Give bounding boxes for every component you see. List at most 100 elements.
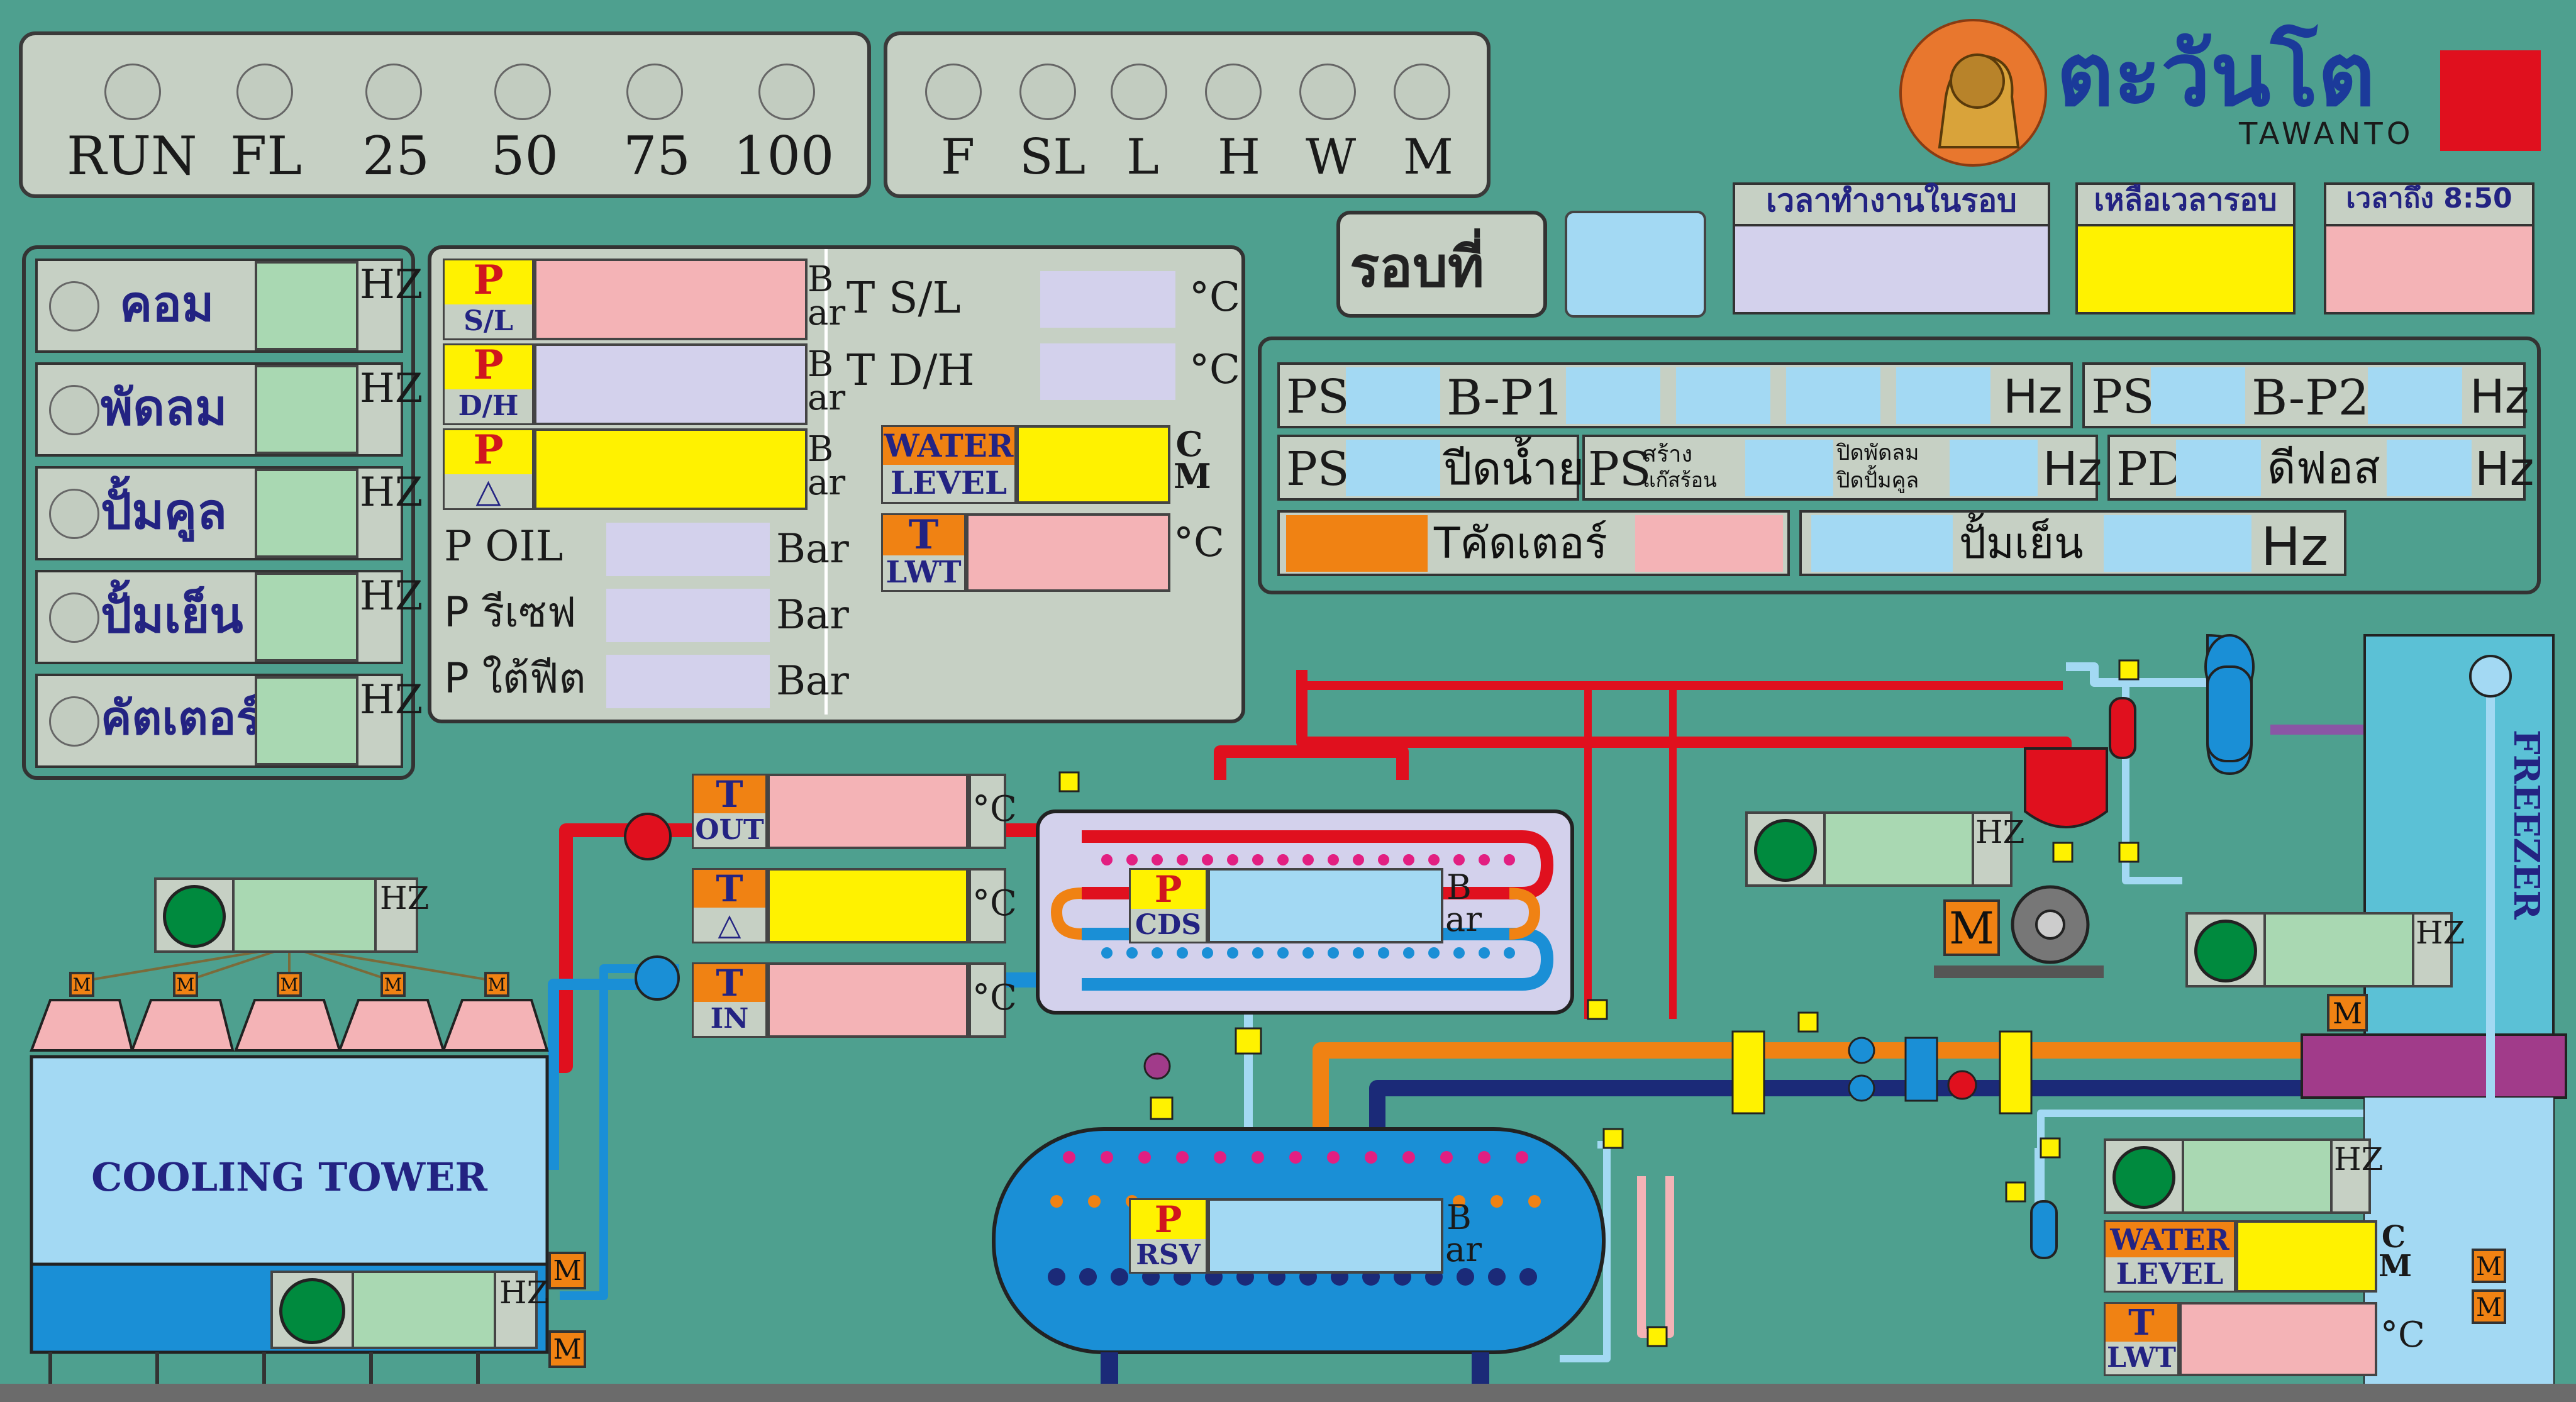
hotgas-unit: Hz <box>2043 442 2102 496</box>
p-dh-tag: P D/H <box>443 343 534 425</box>
water-level-tag: WATER LEVEL <box>881 425 1016 504</box>
tower-pump-hz-row: HZ <box>270 1271 549 1349</box>
lamp-50 <box>494 64 551 120</box>
lwt-unit: °C <box>1174 520 1224 566</box>
round-number-display <box>1565 211 1706 318</box>
t-delta-tag: T △ <box>692 868 767 943</box>
brand-mark-icon <box>2440 50 2541 151</box>
compressor-hz-row: HZ <box>1745 811 2025 887</box>
tower-pump-hz-unit: HZ <box>499 1274 549 1311</box>
lamp-label: FL <box>230 125 303 187</box>
freezer-pump-motor-1: M <box>2472 1249 2506 1283</box>
freezer-label: FREEZER <box>2506 730 2547 920</box>
t-cutter-indicator <box>1286 515 1428 572</box>
brand-name-th: ตะวันโต <box>2057 24 2375 126</box>
remain-time-display: เหลือเวลารอบ <box>2075 182 2296 314</box>
p-rsv-tag: P RSV <box>1129 1198 1208 1274</box>
t-dh-label: T D/H <box>847 346 975 396</box>
lwt-2-tag: T LWT <box>2104 1302 2179 1376</box>
motor-label: ปั้มคูล <box>101 484 227 540</box>
close-fan-display <box>1950 440 2038 496</box>
t-dh-display <box>1040 343 1175 400</box>
p-cds-display <box>1208 868 1443 943</box>
lamp-label: W <box>1306 129 1357 186</box>
lamp-75 <box>626 64 683 120</box>
tower-fan-motor-2: M <box>173 972 198 997</box>
motor-hz-display <box>255 365 358 454</box>
cooling-pump-motor-1: M <box>548 1252 586 1289</box>
motor-row: พัดลม HZ <box>35 362 423 457</box>
p-receive-label: P รีเซฟ <box>444 588 577 637</box>
motor-hz-display <box>255 676 358 765</box>
ps-display <box>1346 367 1440 424</box>
p-underfeet-unit: Bar <box>776 658 849 704</box>
pump-liquid-label: ปีดน้ำยา <box>1443 442 1610 495</box>
ps-bp2-row: PS B-P2 Hz <box>2082 362 2529 428</box>
cooling-tower-label: COOLING TOWER <box>91 1154 487 1200</box>
ps-hotgas-label: แก๊สร้อน <box>1643 468 1717 492</box>
water-level-2-tag: WATER LEVEL <box>2104 1220 2236 1293</box>
work-time-label: เวลาทำงานในรอบ <box>1766 182 2017 219</box>
ps-label: PS <box>1588 442 1652 496</box>
water-level-2-display <box>2236 1220 2377 1293</box>
work-time-display: เวลาทำงานในรอบ <box>1733 182 2050 314</box>
cold-pump-indicator <box>1811 515 1953 572</box>
lamp-f <box>925 64 982 120</box>
motor-unit: HZ <box>360 262 423 308</box>
freezer-pump-motor-2: M <box>2472 1289 2506 1324</box>
t-delta-display <box>767 868 969 943</box>
bp1-unit: Hz <box>2003 370 2063 424</box>
ps-hotgas-row: PS สร้าง แก๊สร้อน ปิดพัดลม ปิดปั้มคูล Hz <box>1582 435 2102 501</box>
p-dh-display <box>534 343 808 425</box>
t-sl-unit: °C <box>1189 274 1240 321</box>
lion-logo-icon <box>1899 19 2047 167</box>
freezer-fan-hz-row: HZ <box>2185 912 2465 988</box>
tower-fan-motor-3: M <box>277 972 302 997</box>
defrost-label: ดีฟอส <box>2267 442 2380 494</box>
p-underfeet-display <box>606 655 770 708</box>
pd-display <box>2176 440 2261 496</box>
round-label: รอบที่ <box>1350 235 1484 299</box>
compressor-motor: M <box>1943 899 2000 956</box>
round-label-box: รอบที่ <box>1336 211 1547 318</box>
lamp-l <box>1111 64 1167 120</box>
motor-label: คัตเตอร์ <box>101 691 262 745</box>
lamp-25 <box>365 64 422 120</box>
bp1-label: B-P1 <box>1446 370 1565 426</box>
motor-hz-display <box>255 261 358 350</box>
t-in-display <box>767 962 969 1038</box>
p-sl-tag: P S/L <box>443 259 534 340</box>
motor-label: ปั้มเย็น <box>101 587 243 644</box>
p-delta-tag: P △ <box>443 428 534 510</box>
tower-pump-running-indicator <box>279 1278 345 1344</box>
close-pump-label: ปิดปั้มคูล <box>1836 468 1919 493</box>
p-receive-unit: Bar <box>776 592 849 638</box>
ps-hotgas-display <box>1745 440 1833 496</box>
brand-name-en: TAWANTO <box>2239 116 2414 152</box>
tower-fan-hz-unit: HZ <box>380 880 430 916</box>
tower-fan-motor-5: M <box>484 972 509 997</box>
lwt-2-display <box>2179 1302 2377 1376</box>
freezer-fan-hz-display <box>2263 915 2414 985</box>
t-out-tag: T OUT <box>692 774 767 849</box>
tower-fan-hz-row: HZ <box>154 877 430 953</box>
tower-fan-running-indicator <box>163 885 226 948</box>
bp2-unit: Hz <box>2470 370 2529 424</box>
close-fan-label: ปิดพัดลม <box>1836 440 1919 465</box>
motor-status-lamp <box>49 385 99 435</box>
motor-row: ปั้มคูล HZ <box>35 466 423 560</box>
bp1-display-3 <box>1786 367 1880 424</box>
lamp-label: 100 <box>733 125 835 187</box>
lamp-label: RUN <box>67 125 197 187</box>
compressor-hz-unit: HZ <box>1975 814 2025 850</box>
motor-status-lamp <box>49 489 99 539</box>
p-underfeet-label: P ใต้ฟีต <box>444 654 586 703</box>
ps-pump-liquid-row: PS ปีดน้ำยา <box>1277 435 1610 501</box>
t-cutter-display <box>1635 515 1783 572</box>
motor-label: พัดลม <box>101 380 228 437</box>
motor-frequency-panel: คอม HZ พัดลม HZ ปั้มคูล HZ ปั้มเย็น HZ ค… <box>22 245 423 780</box>
tower-fan-motor-4: M <box>380 972 406 997</box>
freezer-pump-running-indicator <box>2112 1146 2175 1209</box>
